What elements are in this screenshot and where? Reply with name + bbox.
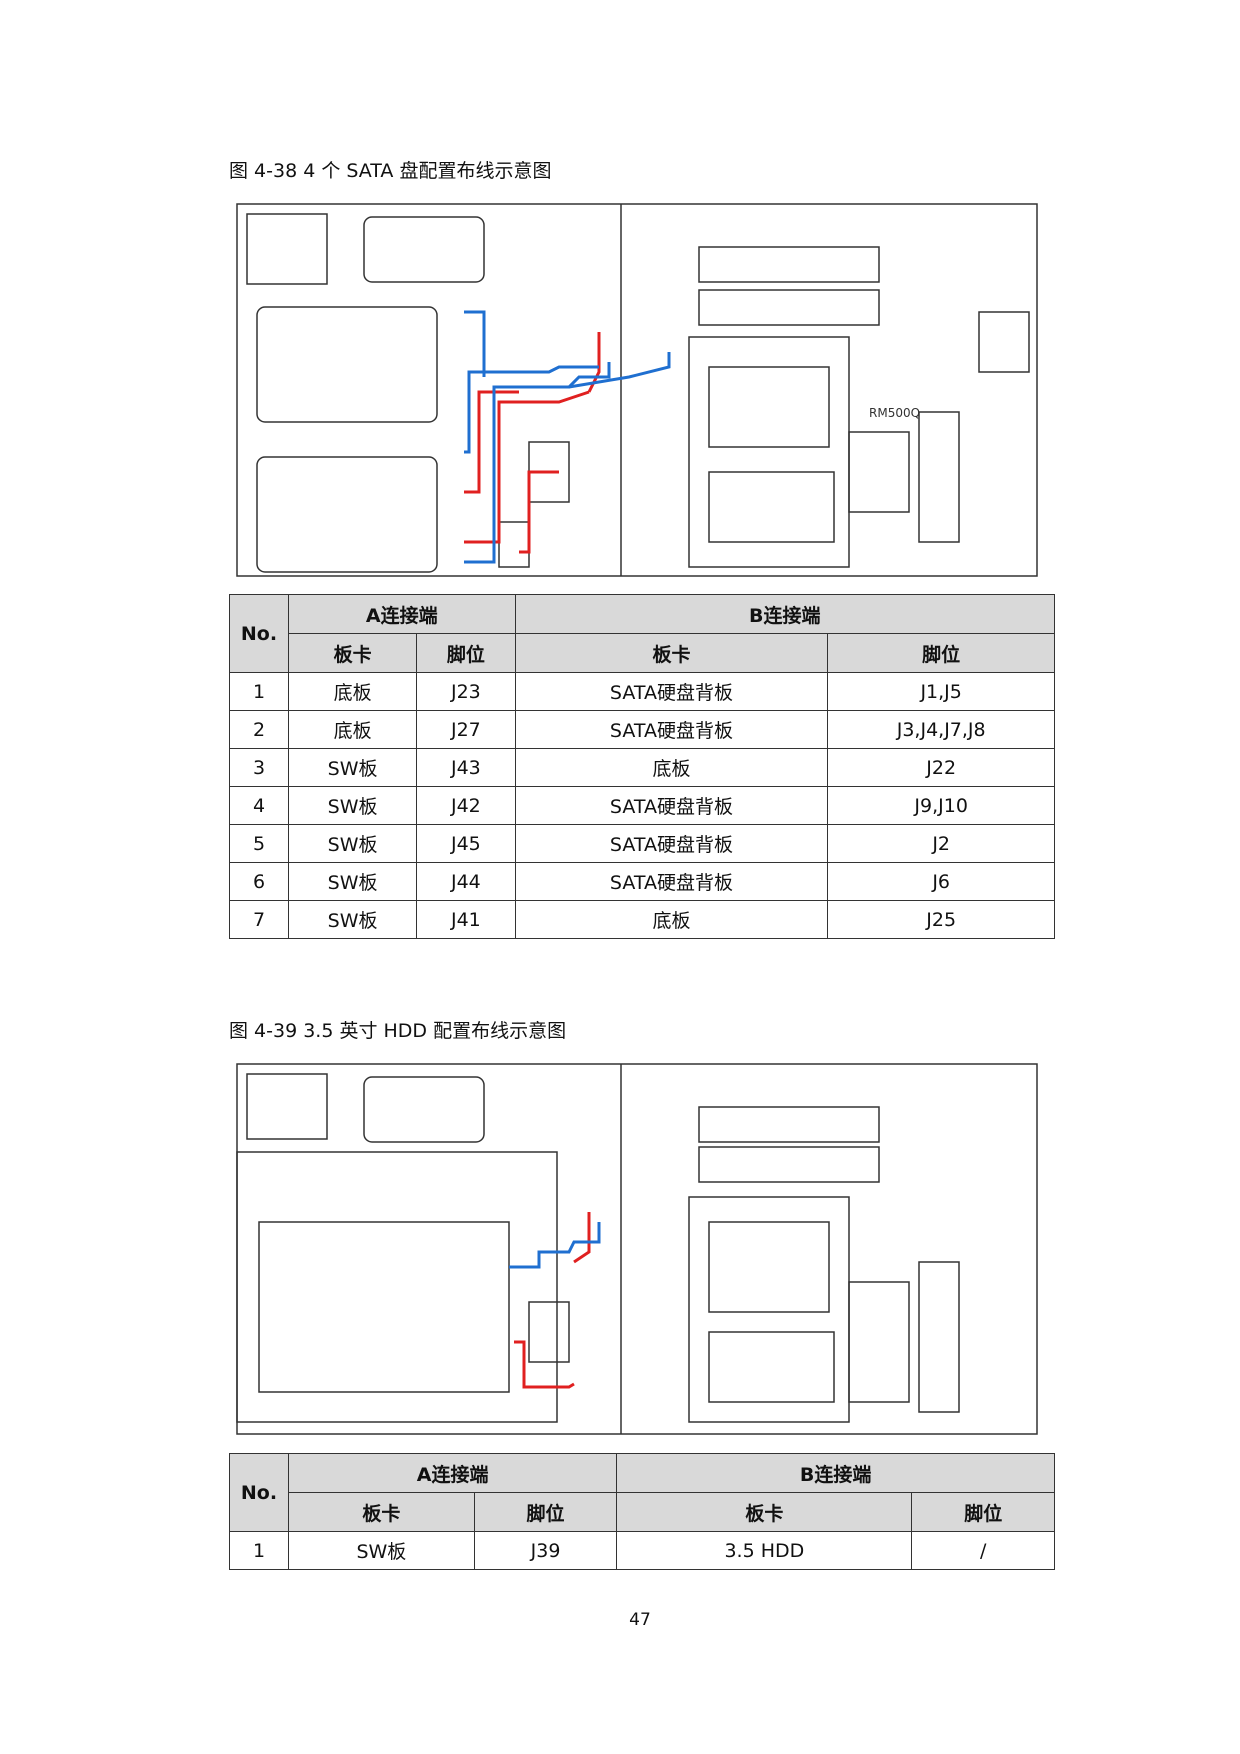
table-cell: SW板 bbox=[287, 824, 418, 863]
col-header-b: B连接端 bbox=[514, 594, 1056, 634]
table-cell: J25 bbox=[827, 900, 1055, 939]
table-cell: J27 bbox=[416, 710, 516, 749]
svg-text:RM500Q: RM500Q bbox=[869, 406, 920, 420]
col-header-no: No. bbox=[229, 594, 289, 673]
table-cell: 底板 bbox=[514, 900, 829, 939]
table-cell: J42 bbox=[416, 786, 516, 825]
table-cell: J43 bbox=[416, 748, 516, 787]
table-cell: SW板 bbox=[287, 786, 418, 825]
col-header-a-board: 板卡 bbox=[287, 633, 418, 673]
table-cell: 1 bbox=[229, 1531, 289, 1570]
col-header-a: A连接端 bbox=[287, 1453, 618, 1493]
col-header-b: B连接端 bbox=[616, 1453, 1055, 1493]
table-cell: SW板 bbox=[288, 1531, 475, 1570]
table-cell: 底板 bbox=[287, 710, 418, 749]
col-header-a-pin: 脚位 bbox=[416, 633, 516, 673]
figure-caption: 图 4-38 4 个 SATA 盘配置布线示意图 bbox=[229, 160, 552, 182]
col-header-b-board: 板卡 bbox=[616, 1492, 913, 1532]
col-header-b-board: 板卡 bbox=[514, 633, 829, 673]
table-cell: J44 bbox=[416, 862, 516, 901]
table-cell: 2 bbox=[229, 710, 289, 749]
col-header-b-pin: 脚位 bbox=[911, 1492, 1055, 1532]
table-cell: SW板 bbox=[287, 748, 418, 787]
table-cell: J41 bbox=[416, 900, 516, 939]
table-cell: J22 bbox=[827, 748, 1055, 787]
table-cell: J39 bbox=[473, 1531, 618, 1570]
table-cell: 1 bbox=[229, 672, 289, 711]
table-cell: / bbox=[911, 1531, 1055, 1570]
col-header-a-pin: 脚位 bbox=[473, 1492, 618, 1532]
col-header-no: No. bbox=[229, 1453, 289, 1532]
col-header-a-board: 板卡 bbox=[288, 1492, 475, 1532]
table-cell: 5 bbox=[229, 824, 289, 863]
table-cell: SATA硬盘背板 bbox=[514, 824, 829, 863]
table-cell: SW板 bbox=[287, 862, 418, 901]
table-cell: J45 bbox=[416, 824, 516, 863]
table-cell: J6 bbox=[827, 862, 1055, 901]
table-cell: SATA硬盘背板 bbox=[514, 786, 829, 825]
table-cell: J2 bbox=[827, 824, 1055, 863]
table-cell: 底板 bbox=[514, 748, 829, 787]
table-cell: J1,J5 bbox=[827, 672, 1055, 711]
page-number: 47 bbox=[629, 1610, 651, 1630]
table-cell: 6 bbox=[229, 862, 289, 901]
table-cell: 3 bbox=[229, 748, 289, 787]
table-cell: 底板 bbox=[287, 672, 418, 711]
col-header-a: A连接端 bbox=[288, 594, 516, 634]
table-cell: 4 bbox=[229, 786, 289, 825]
hdd-wiring-diagram bbox=[236, 1063, 1038, 1435]
table-cell: SATA硬盘背板 bbox=[514, 862, 829, 901]
table-cell: 7 bbox=[229, 900, 289, 939]
table-cell: J3,J4,J7,J8 bbox=[827, 710, 1055, 749]
col-header-b-pin: 脚位 bbox=[827, 633, 1055, 673]
table-cell: SATA硬盘背板 bbox=[514, 710, 829, 749]
table-cell: 3.5 HDD bbox=[616, 1531, 913, 1570]
table-cell: SW板 bbox=[287, 900, 418, 939]
sata-wiring-diagram: RM500Q bbox=[236, 203, 1038, 577]
figure-caption: 图 4-39 3.5 英寸 HDD 配置布线示意图 bbox=[229, 1020, 567, 1042]
table-cell: SATA硬盘背板 bbox=[514, 672, 829, 711]
table-cell: J23 bbox=[416, 672, 516, 711]
table-cell: J9,J10 bbox=[827, 786, 1055, 825]
